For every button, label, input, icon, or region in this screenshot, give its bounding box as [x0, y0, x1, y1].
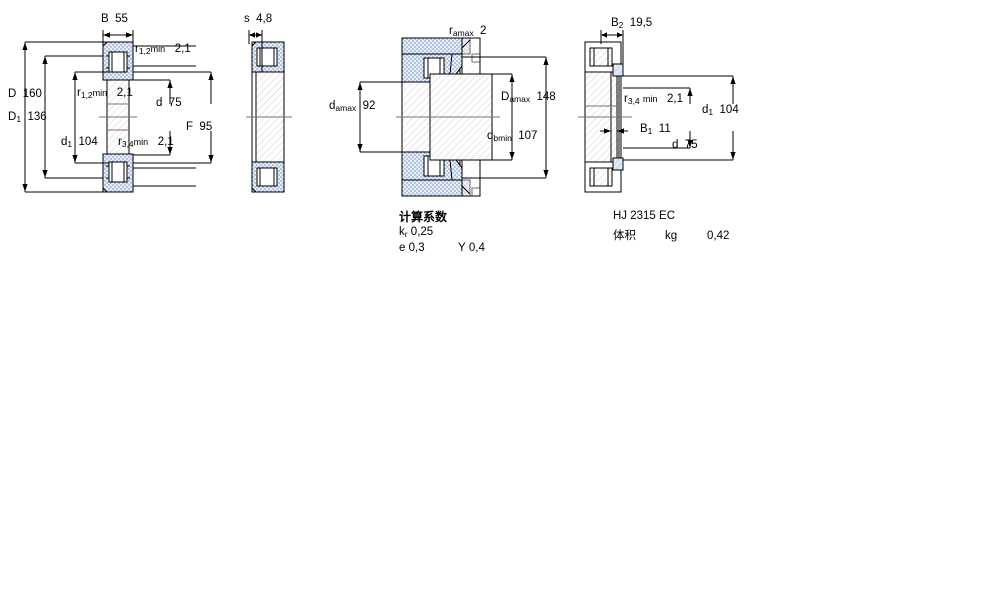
dim-label-D1: D1 136 — [8, 111, 47, 124]
dim-label-r34min-v4: r3,4 min 2,1 — [624, 93, 683, 106]
dim-label-Damax: Damax 148 — [501, 91, 556, 104]
dim-label-B: B 55 — [101, 13, 128, 25]
calculation-factors-title: 计算系数 — [399, 210, 448, 224]
dim-label-r12min-mid: r1,2min 2,1 — [77, 87, 133, 100]
dim-label-F: F 95 — [186, 121, 213, 133]
view2-bearing — [246, 41, 292, 193]
dim-label-damax: damax 92 — [329, 100, 376, 113]
view1-bearing — [99, 41, 137, 193]
factor-Y: Y 0,4 — [458, 242, 485, 254]
dim-label-dbmin: dbmin 107 — [487, 130, 538, 143]
dim-label-s: s 4,8 — [244, 13, 273, 25]
view3-assembly — [396, 37, 500, 197]
dim-label-d: d 75 — [156, 97, 182, 109]
dim-label-D: D 160 — [8, 88, 42, 100]
view4-bearing — [578, 41, 632, 193]
dim-label-d1-v4: d1 104 — [702, 104, 739, 117]
dim-label-r34min: r3,4min 2,1 — [118, 136, 174, 149]
mass-value: 0,42 — [707, 230, 730, 242]
dim-label-B1: B1 11 — [640, 123, 671, 136]
factor-kr: kr 0,25 — [399, 226, 434, 239]
dim-label-d1: d1 104 — [61, 136, 98, 149]
mass-unit: kg — [665, 230, 678, 242]
dim-label-B2: B2 19,5 — [611, 17, 653, 30]
mass-label: 体积 — [613, 228, 636, 242]
view3-dimensions — [357, 39, 549, 195]
factor-e: e 0,3 — [399, 242, 425, 254]
dim-label-r12min-top: r1,2min 2,1 — [135, 43, 191, 56]
view1-dimensions — [22, 30, 214, 193]
view2-dimensions — [248, 30, 263, 72]
view4-dimensions — [600, 30, 736, 161]
dim-label-ramax: ramax 2 — [449, 25, 487, 38]
dim-label-d-v4: d 75 — [672, 139, 698, 151]
bearing-designation: HJ 2315 EC — [613, 210, 676, 222]
